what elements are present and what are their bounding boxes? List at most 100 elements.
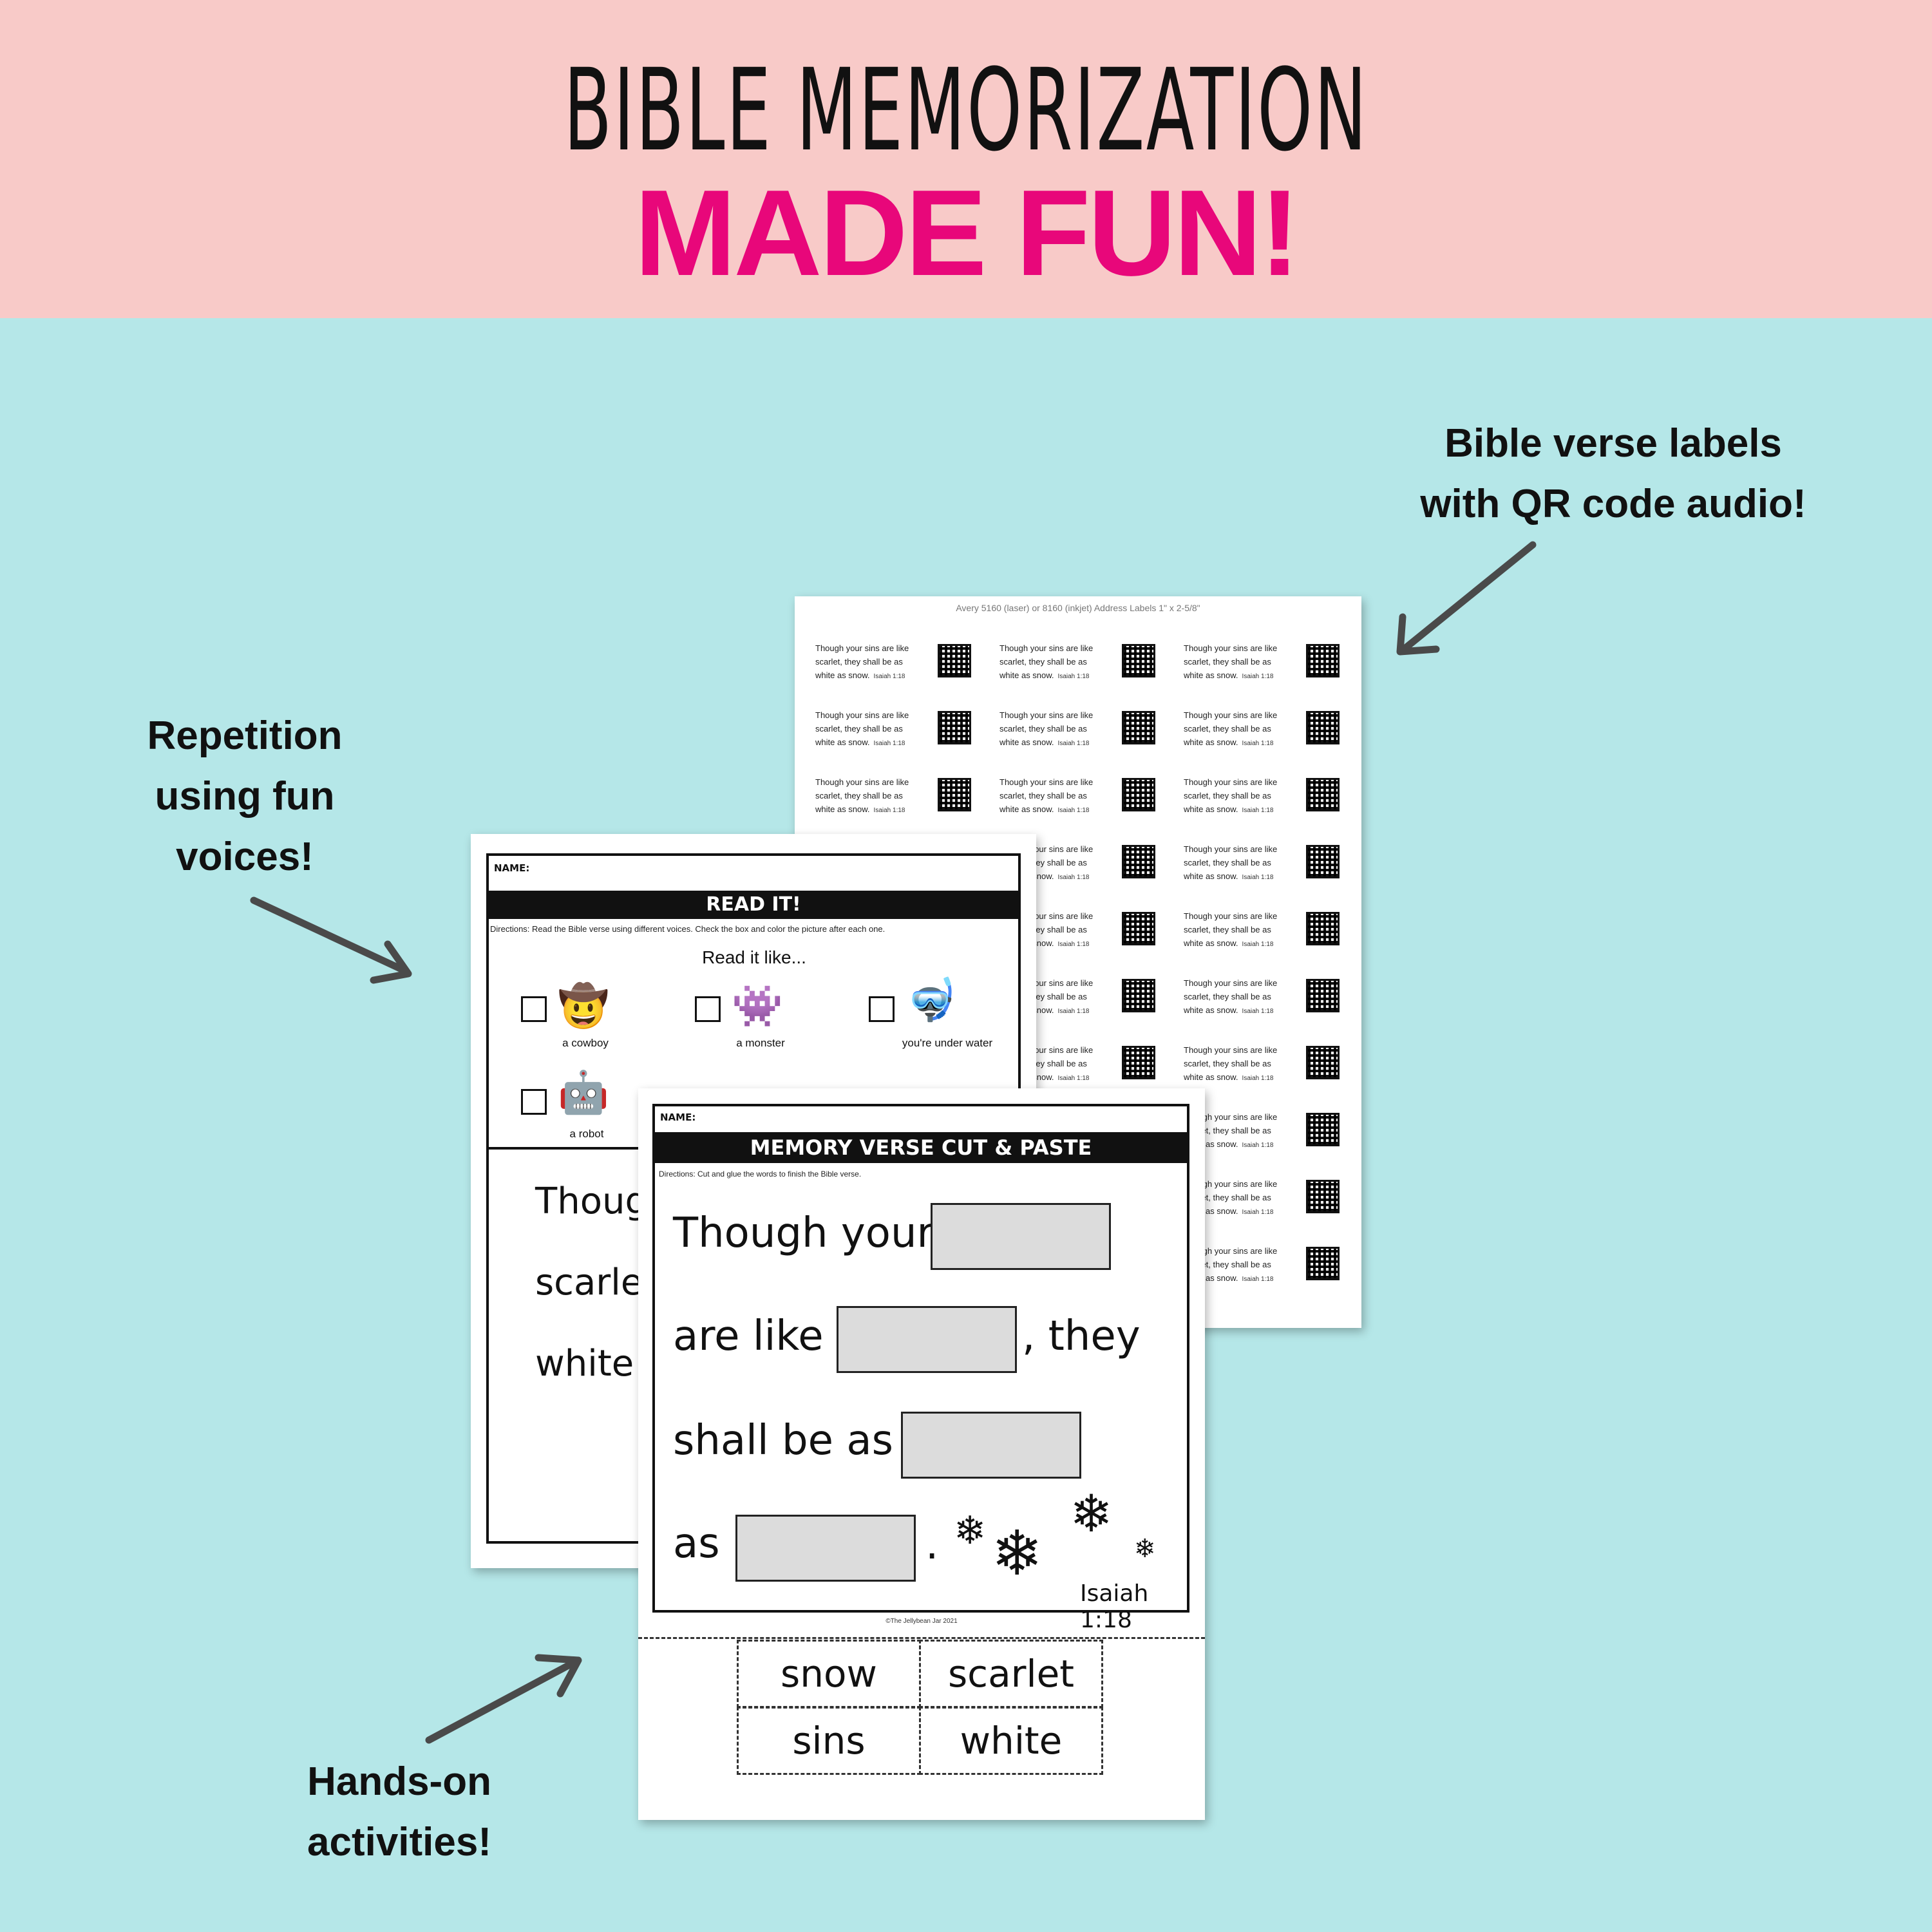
verse-label-last-line: white as snow.Isaiah 1:18 [999,802,1114,817]
verse-label-ref: Isaiah 1:18 [1242,807,1274,814]
qr-code-icon[interactable] [1306,1180,1340,1213]
qr-code-icon[interactable] [1306,1113,1340,1146]
verse-label-line: scarlet, they shall be as [1184,1126,1271,1135]
verse-label-ref: Isaiah 1:18 [873,740,905,747]
qr-code-icon[interactable] [1306,979,1340,1012]
verse-label-line: Though your sins are like [1184,1246,1278,1256]
qr-code-icon[interactable] [1306,912,1340,945]
verse-label-last-line: white as snow.Isaiah 1:18 [1184,869,1298,884]
blank-box-3[interactable] [901,1412,1081,1479]
qr-code-icon[interactable] [1306,644,1340,677]
qr-code-icon[interactable] [1306,1046,1340,1079]
cut-line [638,1637,1205,1639]
qr-code-icon[interactable] [1306,845,1340,878]
verse-label-line: Though your sins are like [815,777,909,787]
checkbox-monster[interactable] [695,996,721,1022]
qr-code-icon[interactable] [938,711,971,744]
callout-repetition-line1: Repetition [147,714,343,758]
verse-line-1: Though your [673,1209,934,1257]
verse-label-text: Though your sins are like scarlet, they s… [1184,842,1298,884]
page-title: BIBLE MEMORIZATION [564,44,1368,176]
verse-label: Though your sins are like scarlet, they s… [1184,842,1345,894]
qr-code-icon[interactable] [1306,711,1340,744]
verse-label-text: Though your sins are like scarlet, they s… [1184,1244,1298,1286]
verse-line-4: as [673,1520,720,1567]
word-card-snow[interactable]: snow [737,1640,921,1708]
qr-code-icon[interactable] [1306,778,1340,811]
callout-labels: Bible verse labels with QR code audio! [1365,413,1861,535]
arrow-to-labels-icon [1396,541,1537,656]
option-label-robot: a robot [569,1128,604,1140]
verse-line-3: shall be as [673,1417,893,1464]
verse-label-line: white as snow. [815,804,870,814]
verse-label-line: white as snow. [1184,670,1238,680]
verse-label-line: white as snow. [1184,938,1238,948]
qr-code-icon[interactable] [938,644,971,677]
cut-paste-title: MEMORY VERSE CUT & PASTE [652,1132,1189,1163]
verse-label-line: Though your sins are like [1184,1112,1278,1122]
verse-label-ref: Isaiah 1:18 [1242,673,1274,680]
word-card-white[interactable]: white [919,1707,1103,1775]
word-card-sins[interactable]: sins [737,1707,921,1775]
checkbox-cowboy[interactable] [521,996,547,1022]
verse-label-line: Though your sins are like [1184,844,1278,854]
qr-code-icon[interactable] [1122,711,1155,744]
checkbox-robot[interactable] [521,1089,547,1115]
verse-label-line: Though your sins are like [1184,911,1278,921]
verse-label: Though your sins are like scarlet, they s… [1184,1244,1345,1296]
verse-label-ref: Isaiah 1:18 [1057,1008,1090,1015]
blank-box-2[interactable] [837,1306,1017,1373]
verse-label-line: Though your sins are like [1184,643,1278,653]
verse-label-ref: Isaiah 1:18 [1242,1276,1274,1283]
qr-code-icon[interactable] [1306,1247,1340,1280]
cut-paste-directions: Directions: Cut and glue the words to fi… [659,1170,862,1179]
verse-label-ref: Isaiah 1:18 [1057,807,1090,814]
blank-box-1[interactable] [931,1203,1111,1270]
monster-icon: 👾 [732,983,783,1029]
qr-code-icon[interactable] [1122,778,1155,811]
qr-code-icon[interactable] [1122,912,1155,945]
verse-label-last-line: white as snow.Isaiah 1:18 [815,668,930,683]
qr-code-icon[interactable] [1122,979,1155,1012]
verse-label-last-line: white as snow.Isaiah 1:18 [1184,936,1298,951]
name-label: NAME: [494,862,530,874]
verse-label-line: white as snow. [999,737,1054,747]
qr-code-icon[interactable] [938,778,971,811]
verse-label-line: scarlet, they shall be as [1184,1260,1271,1269]
verse-label-line: Though your sins are like [1184,710,1278,720]
option-label-under-water: you're under water [902,1037,993,1049]
callout-labels-line2: with QR code audio! [1420,482,1806,526]
qr-code-icon[interactable] [1122,1046,1155,1079]
verse-label-line: scarlet, they shall be as [1184,925,1271,934]
verse-label-line: scarlet, they shall be as [1184,858,1271,867]
verse-label-line: Though your sins are like [1184,1179,1278,1189]
snowflake-large-icon: ❄ [991,1519,1043,1588]
verse-label-line: white as snow. [1184,871,1238,881]
verse-label-line: white as snow. [999,670,1054,680]
verse-label-line: white as snow. [815,670,870,680]
verse-label-last-line: white as snow.Isaiah 1:18 [999,735,1114,750]
snowflake-small-icon: ❄ [1134,1535,1156,1563]
verse-line-2b: , they [1022,1312,1141,1360]
verse-label-ref: Isaiah 1:18 [1057,941,1090,948]
verse-label-line: scarlet, they shall be as [815,724,903,734]
blank-box-4[interactable] [735,1515,916,1582]
word-card-scarlet[interactable]: scarlet [919,1640,1103,1708]
verse-label-last-line: white as snow. Isaiah 1:18 [1184,668,1298,683]
qr-code-icon[interactable] [1122,845,1155,878]
robot-icon: 🤖 [558,1069,609,1115]
qr-code-icon[interactable] [1122,644,1155,677]
callout-repetition-line2: using fun [155,774,335,819]
checkbox-under-water[interactable] [869,996,895,1022]
verse-label-line: white as snow. [815,737,870,747]
verse-label-line: Though your sins are like [1184,1045,1278,1055]
verse-label-line: scarlet, they shall be as [999,657,1087,667]
verse-label-line: Though your sins are like [999,643,1094,653]
